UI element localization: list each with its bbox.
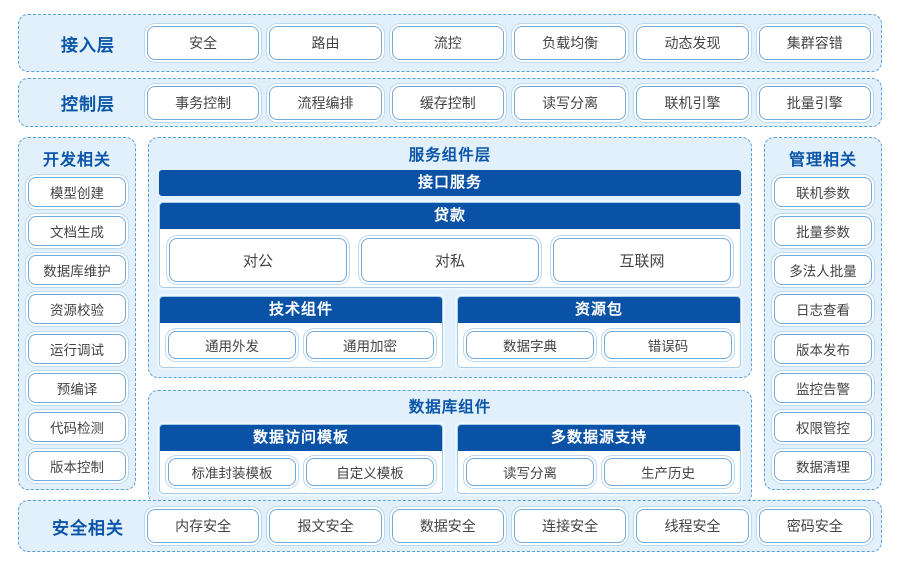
- db-item-read-write-split[interactable]: 读写分离: [466, 458, 594, 486]
- loan-card: 贷款 对公 对私 互联网: [159, 202, 741, 288]
- control-item-batch-engine[interactable]: 批量引擎: [758, 85, 871, 120]
- middle-band: 开发相关 模型创建 文档生成 数据库维护 资源校验 运行调试 预编译 代码检测 …: [18, 137, 882, 504]
- access-item-routing[interactable]: 路由: [269, 26, 382, 60]
- mgmt-item-monitor-alarm[interactable]: 监控告警: [774, 372, 872, 403]
- control-item-transaction[interactable]: 事务控制: [147, 85, 260, 120]
- multi-datasource-title: 多数据源支持: [458, 425, 740, 451]
- dev-sidebar-list: 模型创建 文档生成 数据库维护 资源校验 运行调试 预编译 代码检测 版本控制: [28, 177, 126, 481]
- db-item-production-history[interactable]: 生产历史: [604, 458, 732, 486]
- service-component-panel: 服务组件层 接口服务 贷款 对公 对私 互联网 技术组件 通用外发: [148, 137, 752, 378]
- multi-datasource-body: 读写分离 生产历史: [458, 451, 740, 493]
- loan-item-personal[interactable]: 对私: [361, 238, 539, 282]
- interface-service-bar[interactable]: 接口服务: [159, 170, 741, 196]
- dev-item-resource-verify[interactable]: 资源校验: [28, 294, 126, 325]
- multi-datasource-card: 多数据源支持 读写分离 生产历史: [457, 424, 741, 494]
- resource-package-title: 资源包: [458, 297, 740, 323]
- db-panel-title: 数据库组件: [408, 399, 492, 416]
- resource-package-card: 资源包 数据字典 错误码: [457, 296, 741, 368]
- tech-item-general-encryption[interactable]: 通用加密: [306, 331, 434, 359]
- dev-item-code-check[interactable]: 代码检测: [28, 411, 126, 442]
- control-layer-title: 控制层: [61, 95, 115, 114]
- mgmt-item-online-params[interactable]: 联机参数: [774, 177, 872, 207]
- control-layer-row: 控制层 事务控制 流程编排 缓存控制 读写分离 联机引擎 批量引擎: [18, 78, 882, 127]
- db-item-custom-template[interactable]: 自定义模板: [306, 458, 434, 486]
- access-item-dynamic-discovery[interactable]: 动态发现: [636, 26, 749, 60]
- control-item-read-write-split[interactable]: 读写分离: [513, 85, 627, 120]
- access-layer-row: 接入层 安全 路由 流控 负载均衡 动态发现 集群容错: [18, 14, 882, 72]
- security-layer-items: 内存安全 报文安全 数据安全 连接安全 线程安全 密码安全: [147, 509, 871, 543]
- resource-package-body: 数据字典 错误码: [458, 323, 740, 367]
- security-item-data[interactable]: 数据安全: [391, 509, 504, 543]
- access-item-load-balance[interactable]: 负载均衡: [513, 26, 627, 60]
- mgmt-item-multi-entity-batch[interactable]: 多法人批量: [774, 255, 872, 286]
- resource-item-error-code[interactable]: 错误码: [604, 331, 732, 359]
- control-item-process-orchestration[interactable]: 流程编排: [269, 85, 382, 120]
- access-layer-items: 安全 路由 流控 负载均衡 动态发现 集群容错: [147, 26, 871, 60]
- dev-item-version-control[interactable]: 版本控制: [28, 450, 126, 481]
- mgmt-sidebar-list: 联机参数 批量参数 多法人批量 日志查看 版本发布 监控告警 权限管控 数据清理: [774, 177, 872, 481]
- dev-item-precompile[interactable]: 预编译: [28, 372, 126, 403]
- dev-sidebar-title: 开发相关: [42, 152, 111, 169]
- service-subpanels: 技术组件 通用外发 通用加密 资源包 数据字典 错误码: [159, 296, 741, 368]
- control-layer-items: 事务控制 流程编排 缓存控制 读写分离 联机引擎 批量引擎: [147, 85, 871, 120]
- db-item-standard-template[interactable]: 标准封装模板: [168, 458, 296, 486]
- access-item-cluster-fault-tolerance[interactable]: 集群容错: [758, 26, 871, 60]
- tech-components-title: 技术组件: [160, 297, 442, 323]
- dev-item-model-create[interactable]: 模型创建: [28, 177, 126, 207]
- mgmt-item-batch-params[interactable]: 批量参数: [774, 216, 872, 247]
- data-access-template-title: 数据访问模板: [160, 425, 442, 451]
- center-column: 服务组件层 接口服务 贷款 对公 对私 互联网 技术组件 通用外发: [148, 137, 752, 504]
- tech-item-general-outbound[interactable]: 通用外发: [168, 331, 296, 359]
- access-item-security[interactable]: 安全: [147, 26, 260, 60]
- loan-card-title: 贷款: [160, 203, 740, 229]
- loan-item-corporate[interactable]: 对公: [169, 238, 347, 282]
- tech-components-card: 技术组件 通用外发 通用加密: [159, 296, 443, 368]
- loan-card-body: 对公 对私 互联网: [160, 229, 740, 287]
- mgmt-sidebar-title: 管理相关: [788, 152, 857, 169]
- access-layer-title: 接入层: [61, 35, 115, 55]
- security-item-memory[interactable]: 内存安全: [147, 509, 260, 543]
- access-item-flow-control[interactable]: 流控: [391, 26, 504, 60]
- control-item-cache[interactable]: 缓存控制: [391, 85, 504, 120]
- data-access-template-card: 数据访问模板 标准封装模板 自定义模板: [159, 424, 443, 494]
- mgmt-item-permission-control[interactable]: 权限管控: [774, 411, 872, 442]
- mgmt-sidebar: 管理相关 联机参数 批量参数 多法人批量 日志查看 版本发布 监控告警 权限管控…: [764, 137, 882, 490]
- data-access-template-body: 标准封装模板 自定义模板: [160, 451, 442, 493]
- dev-item-runtime-debug[interactable]: 运行调试: [28, 333, 126, 364]
- security-item-thread[interactable]: 线程安全: [636, 509, 749, 543]
- dev-item-doc-generate[interactable]: 文档生成: [28, 216, 126, 247]
- dev-item-db-maintain[interactable]: 数据库维护: [28, 255, 126, 286]
- security-item-connection[interactable]: 连接安全: [513, 509, 627, 543]
- tech-components-body: 通用外发 通用加密: [160, 323, 442, 367]
- security-layer-title: 安全相关: [52, 518, 124, 538]
- database-component-panel: 数据库组件 数据访问模板 标准封装模板 自定义模板 多数据源支持 读写分离 生: [148, 390, 752, 504]
- loan-item-internet[interactable]: 互联网: [553, 238, 731, 282]
- mgmt-item-data-cleanup[interactable]: 数据清理: [774, 450, 872, 481]
- security-layer-row: 安全相关 内存安全 报文安全 数据安全 连接安全 线程安全 密码安全: [18, 500, 882, 552]
- security-item-message[interactable]: 报文安全: [269, 509, 382, 543]
- resource-item-data-dictionary[interactable]: 数据字典: [466, 331, 594, 359]
- security-item-password[interactable]: 密码安全: [758, 509, 871, 543]
- mgmt-item-log-view[interactable]: 日志查看: [774, 294, 872, 325]
- service-panel-title: 服务组件层: [408, 147, 492, 164]
- db-subpanels: 数据访问模板 标准封装模板 自定义模板 多数据源支持 读写分离 生产历史: [159, 424, 741, 494]
- control-item-online-engine[interactable]: 联机引擎: [636, 85, 749, 120]
- dev-sidebar: 开发相关 模型创建 文档生成 数据库维护 资源校验 运行调试 预编译 代码检测 …: [18, 137, 136, 490]
- mgmt-item-version-release[interactable]: 版本发布: [774, 333, 872, 364]
